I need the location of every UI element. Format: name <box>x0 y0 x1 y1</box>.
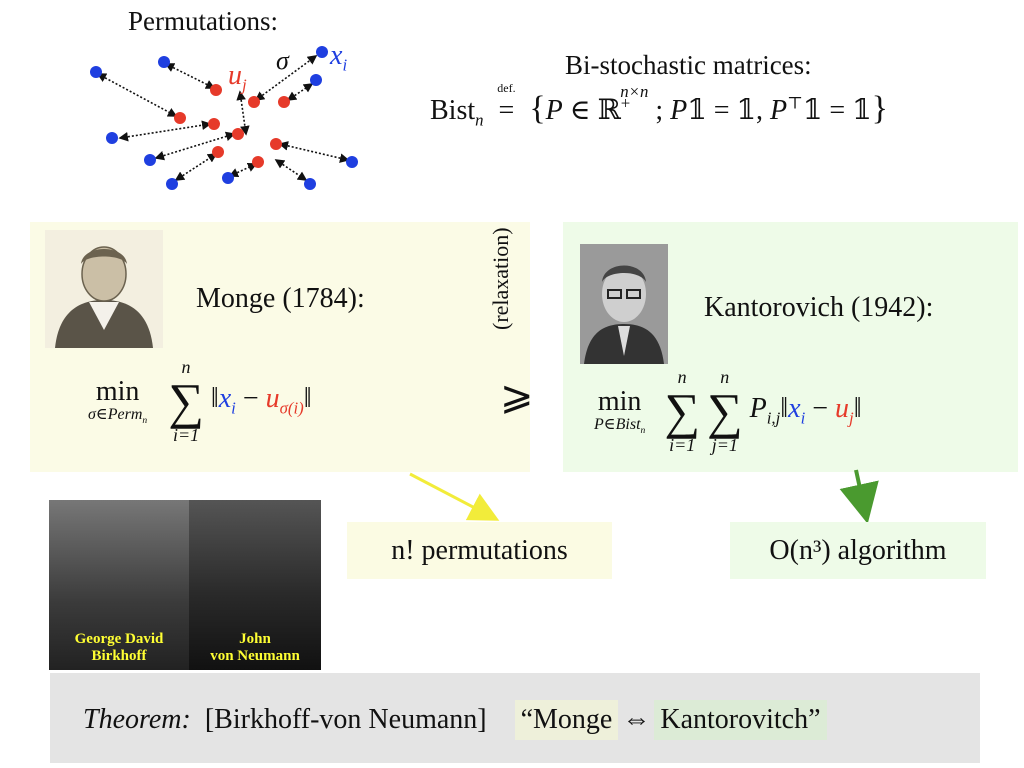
theorem-statement: Theorem: [Birkhoff-von Neumann] “Monge ⇔… <box>83 700 827 740</box>
kantorovich-title: Kantorovich (1942): <box>704 292 934 323</box>
theorem-monge-highlight: “Monge <box>514 700 619 740</box>
theorem-kantorovich-highlight: Kantorovitch” <box>654 700 827 740</box>
kantorovich-complexity-box: O(n³) algorithm <box>730 522 986 579</box>
bistochastic-title: Bi-stochastic matrices: <box>565 50 812 80</box>
monge-title: Monge (1784): <box>196 283 365 314</box>
relaxation-inequality: ⩾ <box>500 373 534 418</box>
x-i-label: xi <box>330 40 348 75</box>
permutations-title: Permutations: <box>128 6 278 36</box>
monge-portrait <box>45 230 163 348</box>
kantorovich-portrait <box>580 244 668 364</box>
sigma-label: σ <box>276 46 289 75</box>
monge-complexity-box: n! permutations <box>347 522 612 579</box>
bistochastic-definition: Bistn =def. {P ∈ ℝ+n×n ; P𝟙 = 𝟙, P⊤𝟙 = 𝟙… <box>430 81 888 130</box>
permutation-diagram <box>90 46 358 190</box>
u-j-label: uj <box>228 60 247 95</box>
